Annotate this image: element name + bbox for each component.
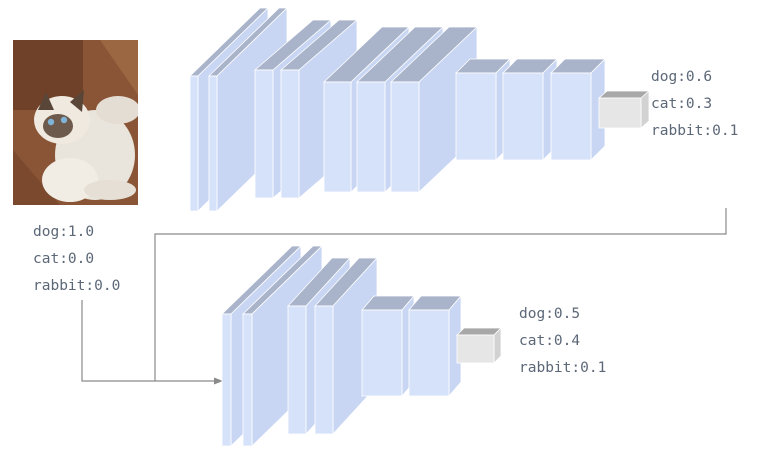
- teacher-output-layer: [597, 90, 651, 129]
- teacher-output-labels: dog:0.6 cat:0.3 rabbit:0.1: [651, 69, 738, 139]
- student-layer: [361, 294, 415, 398]
- input-cat-image: [13, 40, 138, 205]
- teacher-label-rabbit: rabbit:0.1: [651, 123, 738, 139]
- teacher-layer: [550, 58, 606, 161]
- student-network: [221, 245, 502, 447]
- teacher-network: [189, 7, 651, 212]
- student-label-cat: cat:0.4: [519, 333, 580, 349]
- ground-truth-labels: dog:1.0 cat:0.0 rabbit:0.0: [33, 224, 120, 294]
- gt-label-dog: dog:1.0: [33, 224, 94, 240]
- connector-labels-to-student: [81, 300, 216, 382]
- student-label-rabbit: rabbit:0.1: [519, 360, 606, 376]
- teacher-label-dog: dog:0.6: [651, 69, 712, 85]
- arrow-head-icon: [214, 377, 223, 385]
- student-output-layer: [456, 327, 502, 364]
- connector-teacher-to-student: [154, 208, 727, 381]
- teacher-layer: [455, 58, 511, 161]
- gt-label-cat: cat:0.0: [33, 251, 94, 267]
- student-output-labels: dog:0.5 cat:0.4 rabbit:0.1: [519, 306, 606, 376]
- teacher-layer: [502, 58, 558, 161]
- student-label-dog: dog:0.5: [519, 306, 580, 322]
- connector-lines: [81, 208, 727, 385]
- student-layer: [408, 294, 462, 398]
- teacher-label-cat: cat:0.3: [651, 96, 712, 112]
- gt-label-rabbit: rabbit:0.0: [33, 278, 120, 294]
